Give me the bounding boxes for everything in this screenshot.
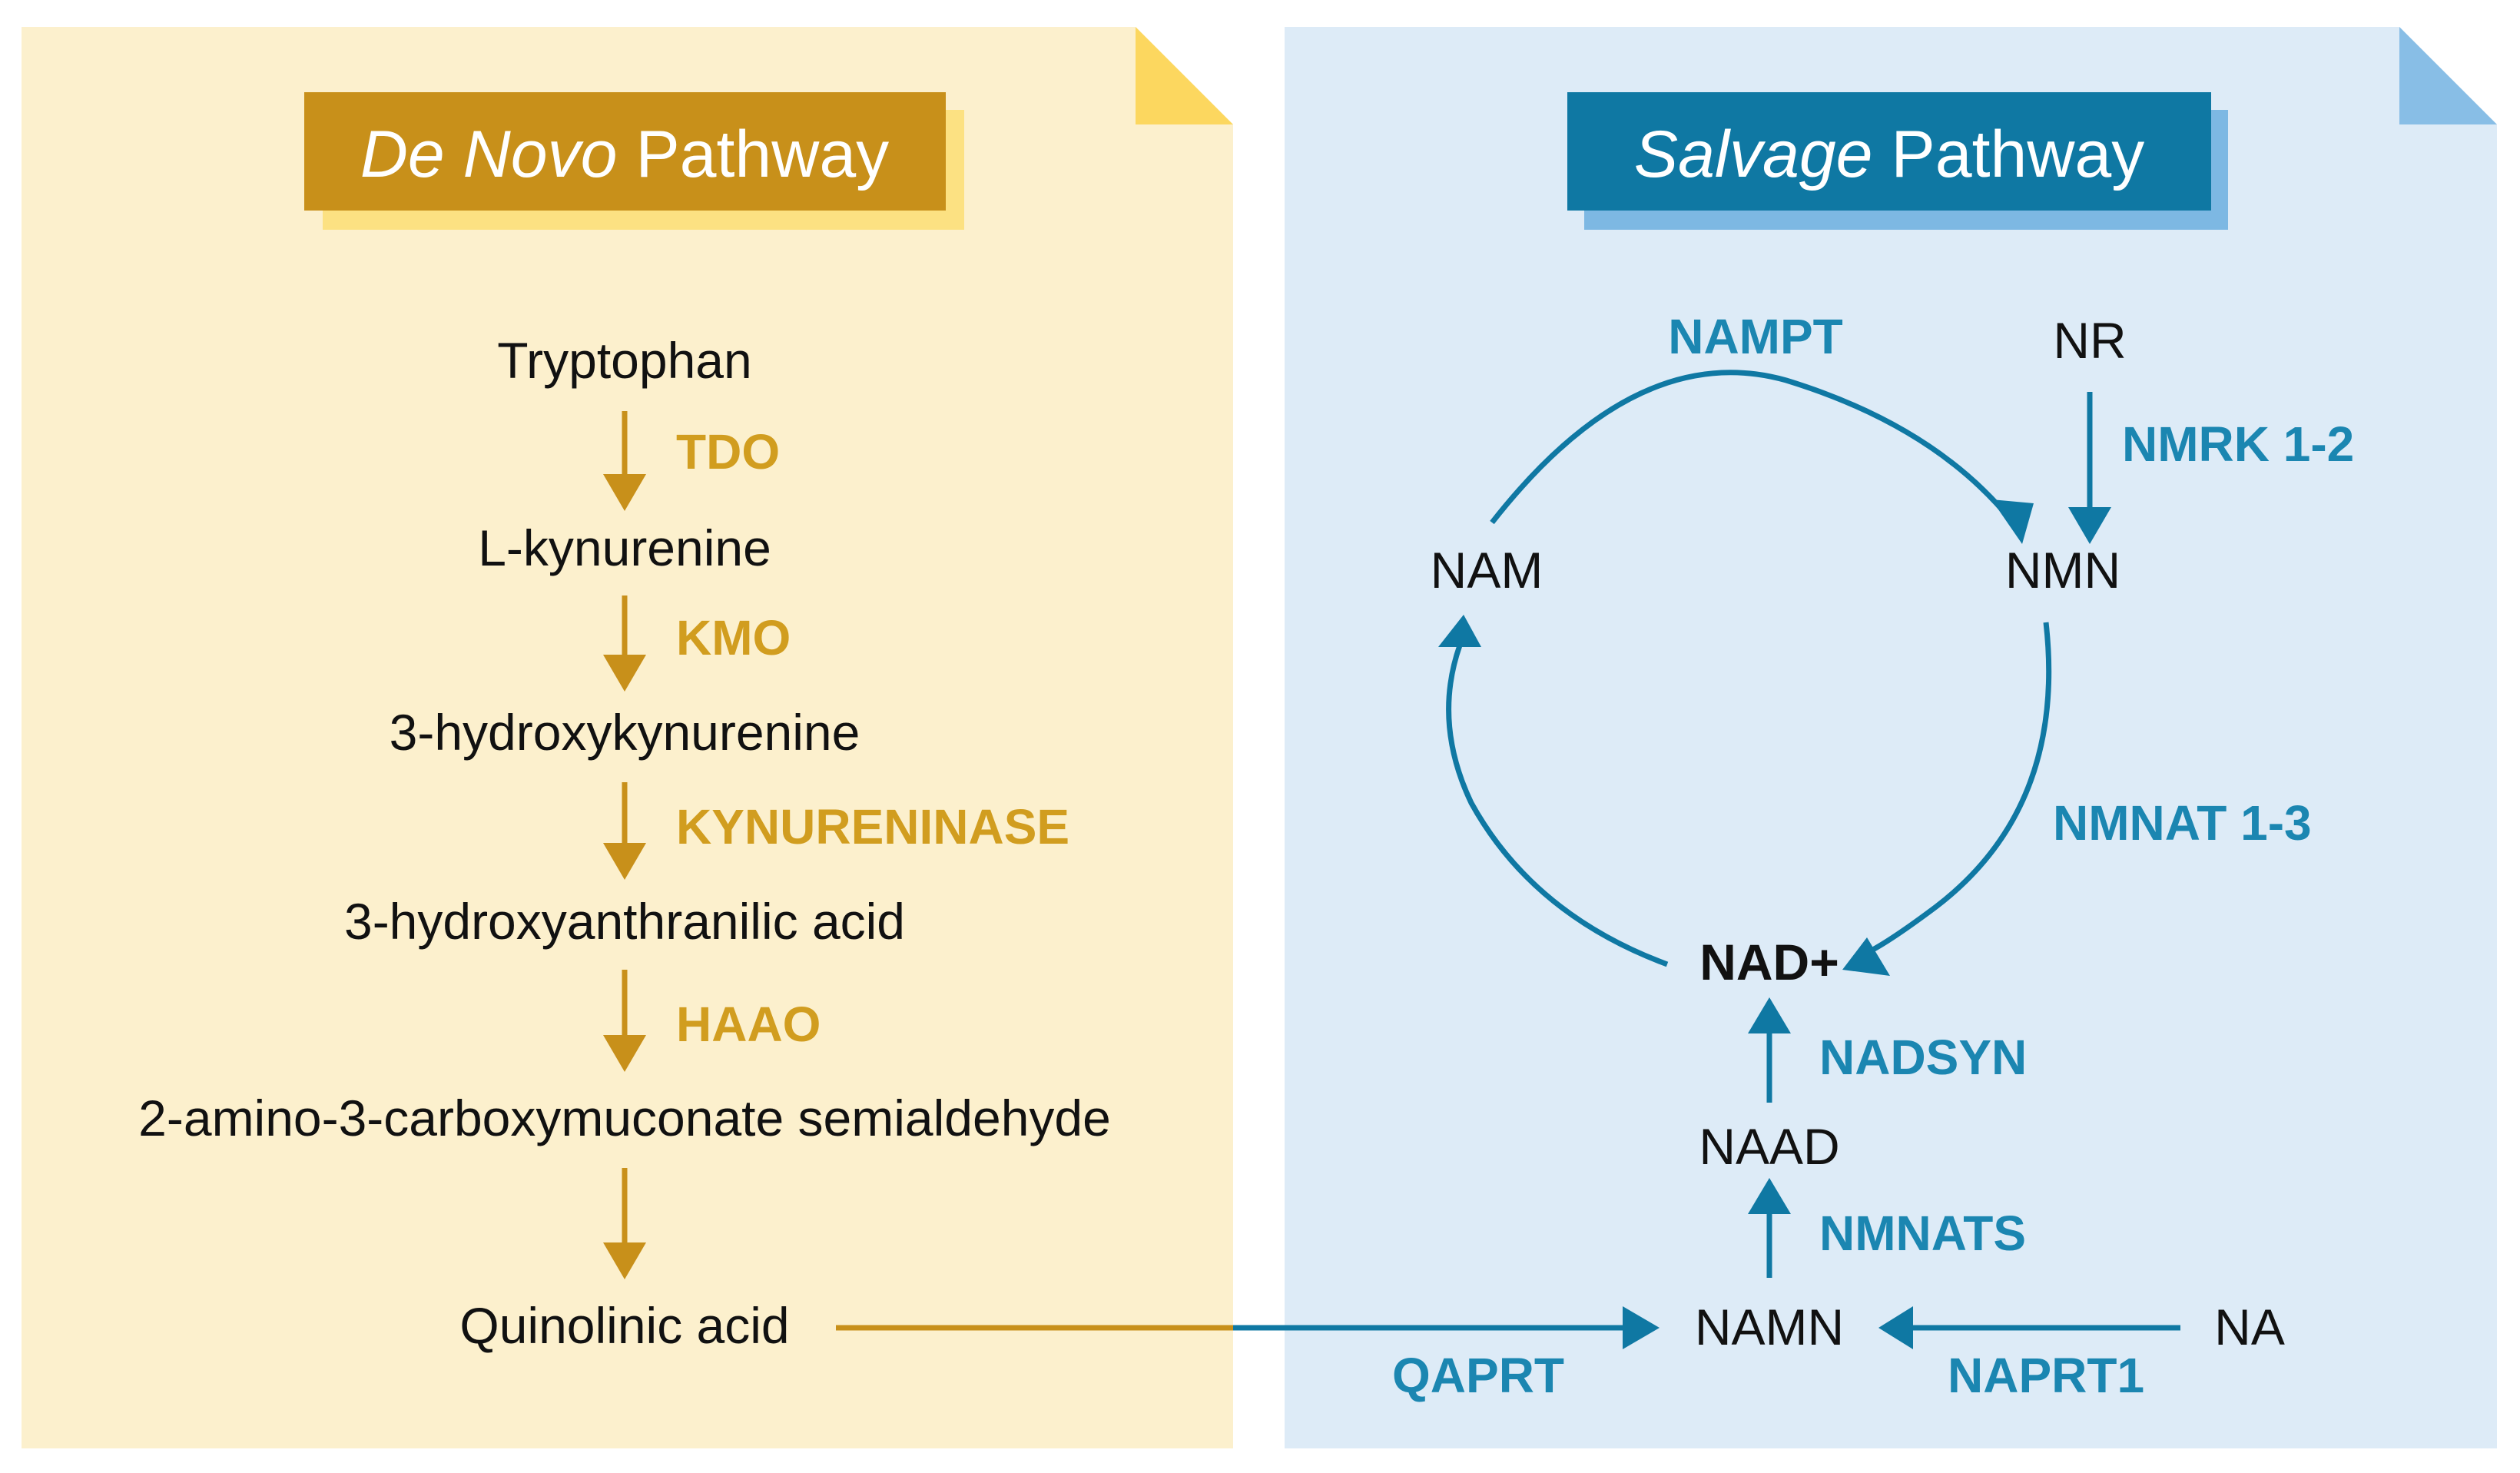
- arrowhead-nampt: [1991, 499, 2034, 544]
- enzyme-nadsyn: NADSYN: [1819, 1030, 2027, 1085]
- metabolite-nam: NAM: [1431, 542, 1544, 599]
- metabolite-nr: NR: [2053, 312, 2126, 369]
- salvage-arrowheads: [1438, 499, 2111, 1349]
- metabolite-tryptophan: Tryptophan: [497, 332, 751, 389]
- arrowhead-naprt1: [1878, 1306, 1913, 1349]
- denovo-panel: [22, 27, 1233, 1448]
- denovo-title: De Novo Pathway: [304, 92, 964, 230]
- denovo-arrows: [622, 411, 1233, 1331]
- enzyme-nampt: NAMPT: [1668, 309, 1843, 364]
- denovo-title-box: [304, 92, 946, 211]
- salvage-cycle: [1233, 370, 2180, 1331]
- metabolite-nmn: NMN: [2005, 542, 2120, 599]
- salvage-panel-background: [1285, 27, 2497, 1448]
- arrowhead-nadsyn: [1748, 997, 1791, 1033]
- metabolite-nad: NAD+: [1699, 934, 1839, 990]
- salvage-title-text: Salvage Pathway: [1634, 118, 2145, 191]
- denovo-arrowheads: [603, 474, 646, 1279]
- metabolite-na: NA: [2214, 1299, 2285, 1355]
- arc-nad-to-nam: [1446, 644, 1669, 967]
- arc-nam-to-nmn: [1490, 370, 2015, 525]
- metabolite-acms: 2-amino-3-carboxymuconate semialdehyde: [138, 1090, 1111, 1146]
- denovo-panel-background: [22, 27, 1233, 1448]
- arrowhead-nam-cycle: [1438, 615, 1481, 647]
- metabolite-naad: NAAD: [1699, 1118, 1839, 1175]
- enzyme-haao: HAAO: [676, 997, 821, 1052]
- salvage-title-box: [1567, 92, 2211, 211]
- arc-nmn-to-nad: [1865, 622, 2052, 956]
- enzyme-qaprt: QAPRT: [1392, 1348, 1564, 1403]
- salvage-title: Salvage Pathway: [1567, 92, 2228, 230]
- enzyme-naprt1: NAPRT1: [1948, 1348, 2144, 1403]
- denovo-panel-fold: [1136, 27, 1233, 124]
- arrowhead-kmo: [603, 655, 646, 692]
- enzyme-kmo: KMO: [676, 610, 791, 665]
- arrowhead-tdo: [603, 474, 646, 511]
- metabolite-quinolinic-acid: Quinolinic acid: [459, 1297, 789, 1354]
- arrowhead-nmnat: [1842, 937, 1890, 976]
- denovo-title-text: De Novo Pathway: [360, 118, 889, 191]
- enzyme-nmnats: NMNATS: [1819, 1206, 2026, 1261]
- arrowhead-haao: [603, 1035, 646, 1072]
- arrowhead-acms-quinolinic: [603, 1242, 646, 1279]
- metabolite-l-kynurenine: L-kynurenine: [478, 519, 771, 576]
- salvage-panel-fold: [2399, 27, 2497, 124]
- arrowhead-qaprt: [1623, 1306, 1660, 1349]
- arrowhead-kynureninase: [603, 843, 646, 880]
- arrowhead-nmrk: [2068, 507, 2111, 544]
- enzyme-nmrk: NMRK 1-2: [2122, 416, 2354, 472]
- metabolite-namn: NAMN: [1695, 1299, 1844, 1355]
- enzyme-tdo: TDO: [676, 424, 780, 479]
- arrowhead-nmnats: [1748, 1178, 1791, 1214]
- salvage-panel: [1285, 27, 2497, 1448]
- enzyme-kynureninase: KYNURENINASE: [676, 799, 1069, 854]
- metabolite-3-hydroxykynurenine: 3-hydroxykynurenine: [390, 704, 860, 761]
- metabolite-3-hydroxyanthranilic-acid: 3-hydroxyanthranilic acid: [344, 893, 905, 950]
- enzyme-nmnat: NMNAT 1-3: [2053, 795, 2312, 851]
